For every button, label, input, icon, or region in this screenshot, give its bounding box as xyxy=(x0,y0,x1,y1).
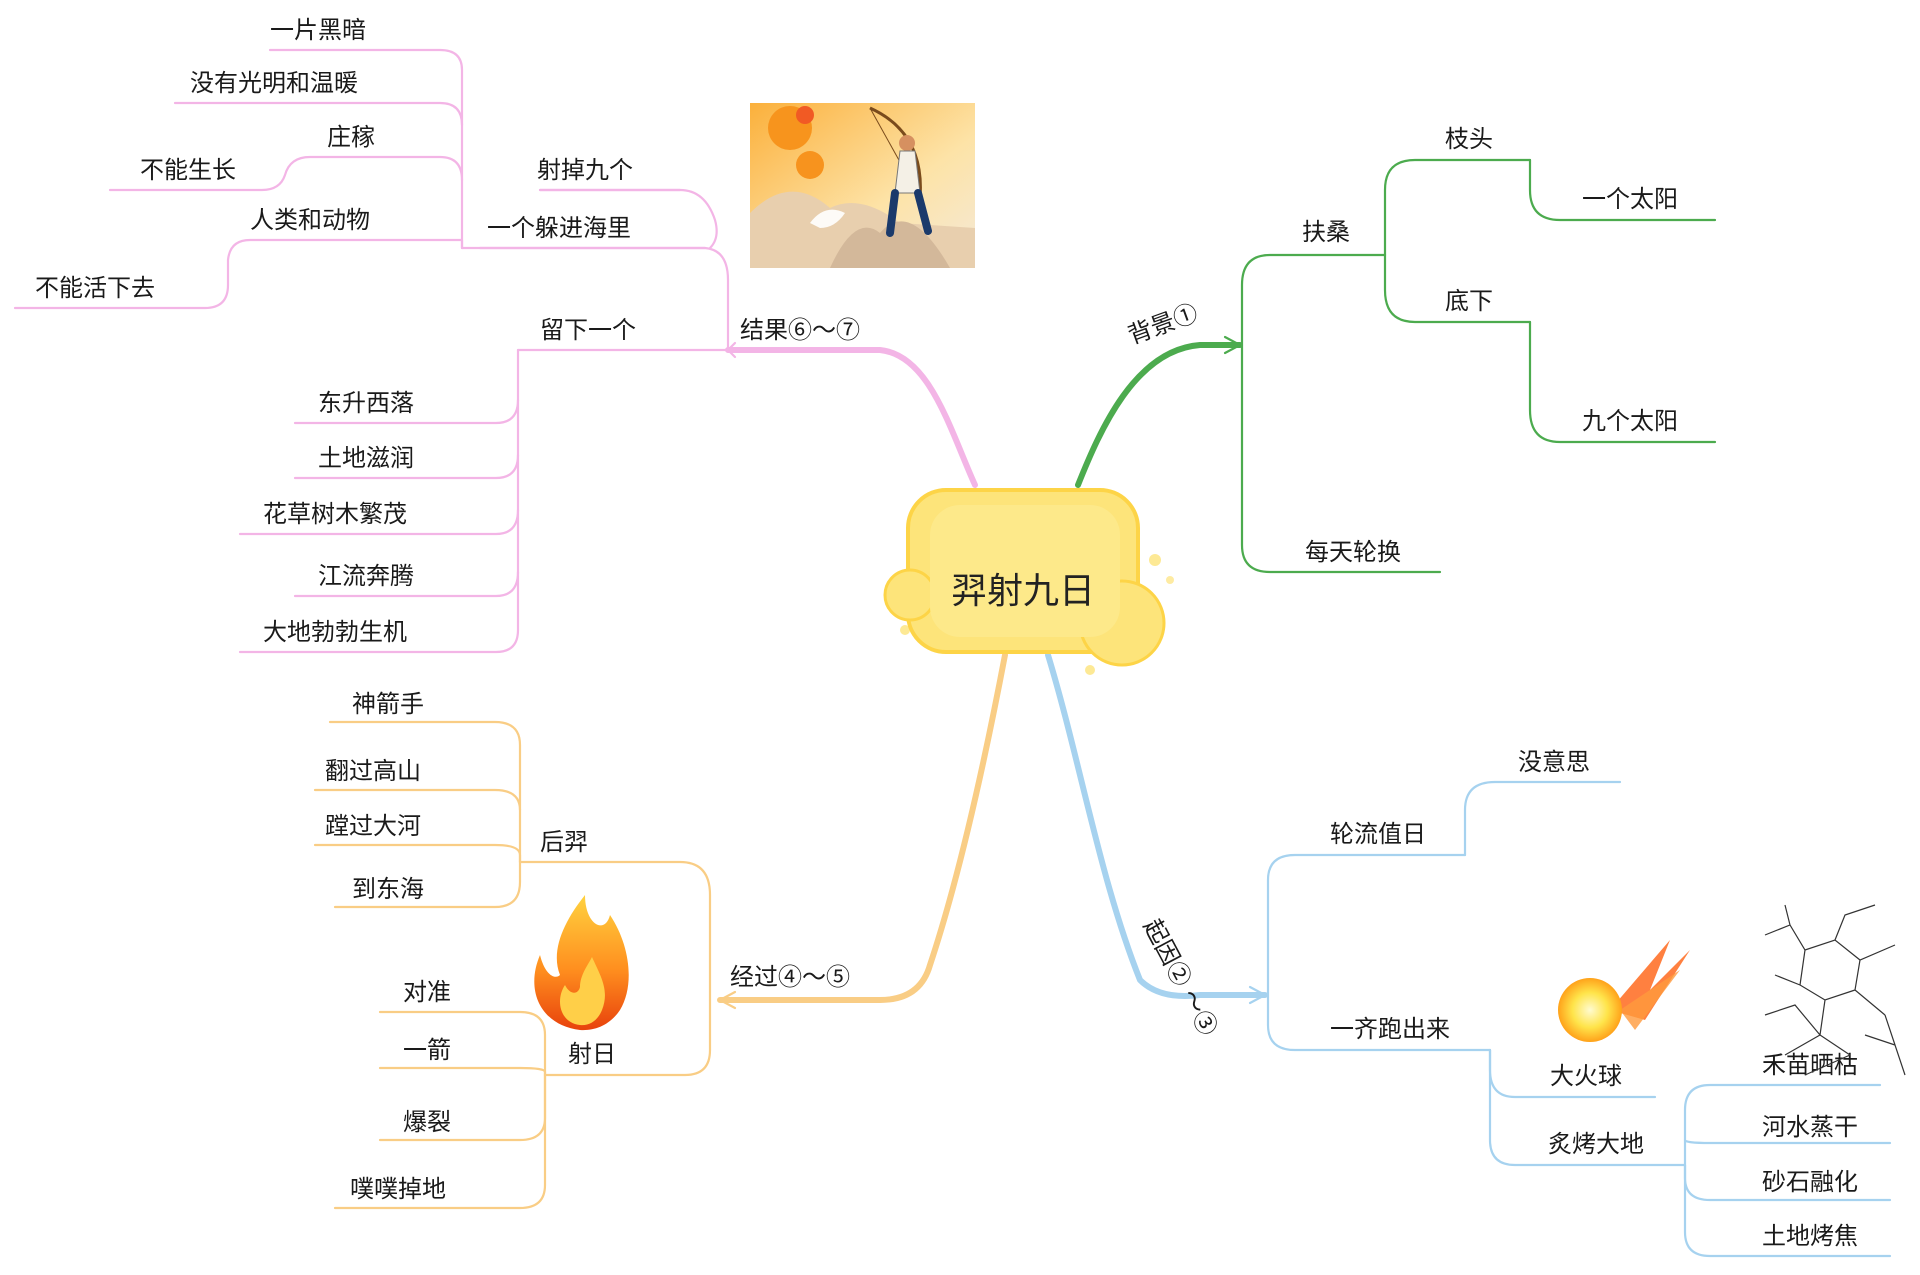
process-shoot-item-2: 爆裂 xyxy=(403,1108,451,1136)
background-fusang-connector xyxy=(1240,253,1387,347)
cause-together: 一齐跑出来 xyxy=(1330,1015,1450,1043)
result-sub2-item-3-line xyxy=(293,570,520,598)
process-shoot-item-0-line xyxy=(378,1010,547,1077)
result-item-0: 一片黑暗 xyxy=(270,16,366,44)
flame-icon xyxy=(534,895,629,1031)
background-fusang: 扶桑 xyxy=(1302,218,1350,246)
process-main-stroke xyxy=(717,652,1008,1003)
cause-arrow xyxy=(1248,985,1267,1005)
result-item-1-connector xyxy=(173,101,464,127)
background-nine-suns: 九个太阳 xyxy=(1582,407,1678,435)
background-dixia: 底下 xyxy=(1445,287,1493,315)
background-nine-suns-line xyxy=(1528,320,1717,444)
background-daily: 每天轮换 xyxy=(1305,538,1401,566)
central-topic[interactable]: 羿射九日 xyxy=(883,488,1174,675)
process-houyi-item-3: 到东海 xyxy=(352,875,424,903)
cause-effect-1-line xyxy=(1683,1138,1892,1145)
cause-effect-3: 土地烤焦 xyxy=(1762,1222,1858,1250)
branch-result: 结果⑥～⑦ 射掉九个 一个躲进海里 一片黑暗 没有光明和温暖 庄稼 不能生长 人… xyxy=(13,16,978,654)
process-arrow xyxy=(718,990,737,1010)
result-sub2-item-1-line xyxy=(293,453,520,480)
result-sub1a-connector xyxy=(538,188,718,250)
branch-cause: 起因② ～③ 轮流值日 没意思 一齐跑出来 大火球 炙烤大地 禾苗晒枯 河水蒸干… xyxy=(1045,652,1906,1258)
process-houyi-item-2-line xyxy=(313,843,522,864)
cause-boring-line xyxy=(1463,780,1622,857)
cause-fireball: 大火球 xyxy=(1550,1062,1622,1090)
process-shoot-item-3: 噗噗掉地 xyxy=(350,1175,446,1203)
result-sub2-item-0-line xyxy=(293,398,520,425)
background-dixia-connector xyxy=(1383,253,1532,324)
result-item-4: 人类和动物 xyxy=(250,206,370,234)
process-houyi: 后羿 xyxy=(540,828,588,856)
cause-rotate: 轮流值日 xyxy=(1330,820,1426,848)
archer-picture xyxy=(750,103,975,268)
process-houyi-item-3-line xyxy=(333,860,522,909)
background-zhitou: 枝头 xyxy=(1445,125,1493,153)
result-sub1-label2: 一个躲进海里 xyxy=(487,214,631,242)
cracked-earth-icon xyxy=(1764,904,1906,1076)
result-sub2-item-0: 东升西落 xyxy=(318,389,414,417)
result-arrow xyxy=(726,341,737,359)
cause-together-connector xyxy=(1266,993,1492,1052)
cause-rotate-connector xyxy=(1266,853,1467,997)
cause-scorch: 炙烤大地 xyxy=(1548,1130,1644,1158)
cause-boring: 没意思 xyxy=(1518,748,1590,776)
cause-scorch-line xyxy=(1488,1048,1687,1167)
cause-effect-0-line xyxy=(1683,1083,1882,1167)
background-one-sun: 一个太阳 xyxy=(1582,185,1678,213)
branch-process: 经过④～⑤ 后羿 神箭手 翻过高山 蹚过大河 到东海 射日 对准 一箭 爆裂 噗… xyxy=(313,652,1008,1210)
result-label: 结果⑥～⑦ xyxy=(740,316,860,344)
cause-effect-2: 砂石融化 xyxy=(1762,1168,1858,1196)
cause-label-prefix: 起因② ～③ xyxy=(1138,914,1223,1040)
cause-effect-1: 河水蒸干 xyxy=(1762,1113,1858,1141)
cause-main-stroke xyxy=(1045,652,1268,999)
process-shoot: 射日 xyxy=(568,1040,616,1068)
background-daily-line xyxy=(1240,343,1442,574)
cause-effect-0: 禾苗晒枯 xyxy=(1762,1051,1858,1079)
background-main-stroke xyxy=(1075,342,1243,488)
result-sub1-label1: 射掉九个 xyxy=(537,156,633,184)
background-zhitou-connector xyxy=(1383,158,1532,257)
result-sub2-item-1: 土地滋润 xyxy=(318,444,414,472)
process-houyi-item-1-line xyxy=(313,788,522,812)
result-sub2-label: 留下一个 xyxy=(540,316,636,344)
result-item-1: 没有光明和温暖 xyxy=(190,69,358,97)
process-shoot-item-1: 一箭 xyxy=(403,1036,451,1064)
process-houyi-item-2: 蹚过大河 xyxy=(325,812,421,840)
background-arrow xyxy=(1223,335,1242,355)
result-sub2-item-3: 江流奔腾 xyxy=(318,562,414,590)
process-label: 经过④～⑤ xyxy=(730,963,850,991)
background-one-sun-line xyxy=(1528,158,1717,222)
result-main-stroke xyxy=(725,347,978,488)
process-houyi-connector xyxy=(518,860,712,1002)
fireball-icon xyxy=(1558,940,1690,1042)
result-items-spine xyxy=(268,48,464,250)
background-label: 背景① xyxy=(1124,299,1201,350)
result-item-3: 不能生长 xyxy=(140,156,236,184)
result-item-2-connector xyxy=(108,155,464,192)
result-item-4-connector xyxy=(13,238,464,310)
result-sub2-item-2: 花草树木繁茂 xyxy=(263,500,407,528)
result-item-2: 庄稼 xyxy=(327,123,375,151)
process-shoot-item-0: 对准 xyxy=(403,978,451,1006)
central-topic-title: 羿射九日 xyxy=(951,571,1095,612)
process-houyi-item-0-line xyxy=(328,720,522,864)
process-houyi-item-0: 神箭手 xyxy=(352,690,424,718)
branch-background: 背景① 扶桑 枝头 一个太阳 底下 九个太阳 每天轮换 xyxy=(1075,125,1717,574)
result-sub2-item-2-line xyxy=(238,508,520,536)
result-item-5: 不能活下去 xyxy=(35,274,155,302)
result-sub2-item-4: 大地勃勃生机 xyxy=(263,618,407,646)
process-shoot-item-3-line xyxy=(333,1073,547,1210)
process-shoot-connector xyxy=(543,998,712,1077)
process-houyi-item-1: 翻过高山 xyxy=(325,757,421,785)
bird-icon xyxy=(810,209,845,228)
result-sub2-spine xyxy=(238,348,520,654)
cause-effect-3-line xyxy=(1683,1163,1892,1258)
process-shoot-item-1-line xyxy=(378,1066,547,1077)
